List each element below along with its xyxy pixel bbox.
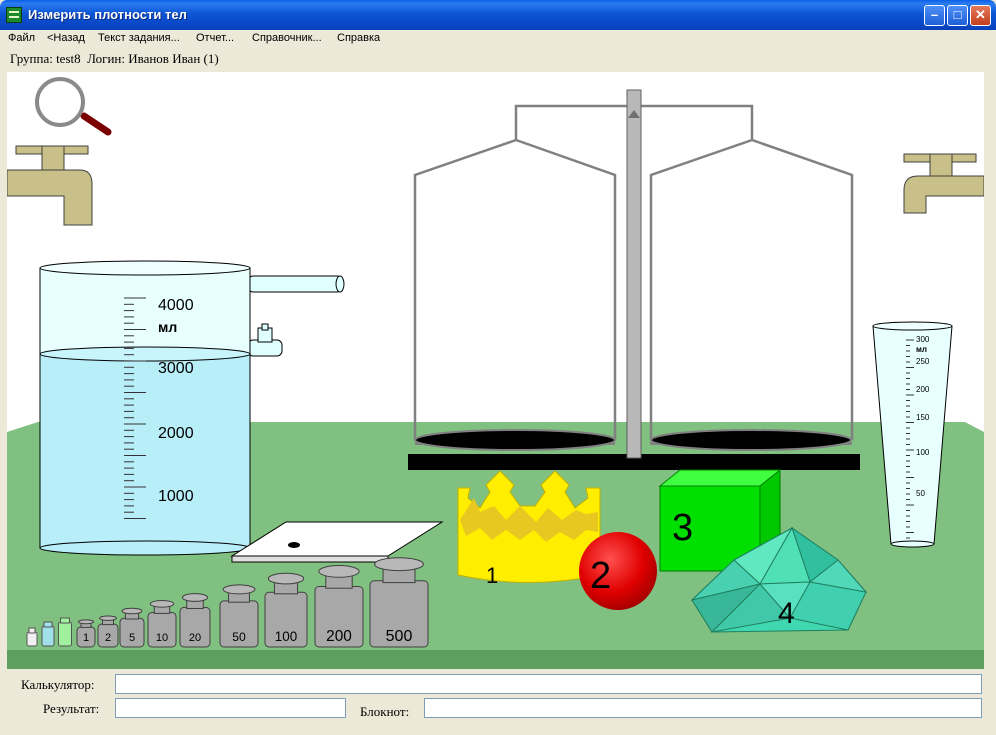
body-1-label: 1 (486, 563, 498, 588)
menu-reference[interactable]: Справочник... (252, 32, 322, 44)
beaker[interactable] (39, 260, 345, 556)
weight-5[interactable]: 5 (119, 607, 145, 648)
cylinder-label-100: 100 (916, 448, 930, 457)
info-bar: Группа: test8 Логин: Иванов Иван (1) (10, 51, 219, 67)
beaker-label-3000: 3000 (158, 360, 194, 377)
beaker-label-4000: 4000 (158, 297, 194, 314)
cylinder-label-50: 50 (916, 489, 925, 498)
weight-label-2: 2 (105, 632, 111, 644)
menu-task-text[interactable]: Текст задания... (98, 32, 180, 44)
beaker-scale-ticks (124, 297, 146, 519)
right-faucet-icon[interactable] (903, 153, 984, 214)
calculator-label: Калькулятор: (21, 677, 95, 692)
menu-file[interactable]: Файл (8, 32, 36, 44)
notepad-input[interactable] (424, 698, 982, 718)
beaker-label-2000: 2000 (158, 425, 194, 442)
minimize-icon: – (930, 7, 939, 22)
menu-bar: Файл <Назад Текст задания... Отчет... Сп… (0, 30, 996, 48)
cylinder-scale-ticks (906, 339, 914, 539)
weight-vial-1[interactable] (26, 627, 38, 647)
weight-label-100: 100 (275, 629, 297, 644)
graduated-cylinder[interactable] (872, 321, 953, 548)
maximize-icon: □ (953, 7, 962, 22)
body-4-label: 4 (778, 597, 795, 630)
maximize-button[interactable]: □ (947, 5, 968, 26)
menu-back[interactable]: <Назад (47, 32, 85, 44)
weight-label-500: 500 (386, 628, 413, 645)
cylinder-label-300: 300 (916, 335, 930, 344)
weight-500[interactable]: 500 (369, 557, 429, 648)
weight-vial-3[interactable] (58, 617, 72, 647)
body-3-label: 3 (672, 507, 693, 549)
weight-20[interactable]: 20 (179, 593, 211, 648)
cylinder-label-250: 250 (916, 357, 930, 366)
group-label: Группа: test8 (10, 51, 81, 66)
beaker-label-1000: 1000 (158, 488, 194, 505)
app-icon[interactable] (6, 7, 22, 23)
lab-scene: 4000 мл 3000 2000 1000 300 мл 250 200 15… (7, 72, 984, 669)
weight-label-50: 50 (232, 630, 246, 644)
weight-10[interactable]: 10 (147, 599, 177, 648)
magnifier-icon[interactable] (35, 77, 112, 136)
cylinder-label-200: 200 (916, 385, 930, 394)
weight-vial-2[interactable] (41, 621, 55, 647)
title-bar: Измерить плотности тел – □ ✕ (0, 0, 996, 30)
bottom-panel: Калькулятор: Результат: Блокнот: (0, 669, 996, 735)
weight-label-20: 20 (189, 632, 201, 644)
notepad-label: Блокнот: (360, 704, 410, 719)
menu-report[interactable]: Отчет... (196, 32, 235, 44)
window-title: Измерить плотности тел (28, 7, 187, 22)
weights-set: 1 2 5 10 20 50 100 200 500 (26, 557, 429, 648)
result-input[interactable] (115, 698, 346, 718)
login-label: Логин: Иванов Иван (1) (87, 51, 219, 66)
result-label: Результат: (43, 701, 100, 716)
cylinder-label-unit: мл (916, 345, 927, 354)
weight-label-200: 200 (326, 628, 352, 645)
weight-2[interactable]: 2 (97, 615, 119, 648)
body-2-label: 2 (590, 555, 611, 597)
body-1-crown[interactable] (457, 470, 601, 583)
cylinder-label-150: 150 (916, 413, 930, 422)
close-icon: ✕ (975, 7, 986, 22)
left-faucet-icon[interactable] (7, 145, 93, 226)
weight-label-10: 10 (156, 632, 168, 644)
weight-200[interactable]: 200 (314, 565, 364, 648)
close-button[interactable]: ✕ (970, 5, 991, 26)
weight-label-5: 5 (129, 632, 135, 644)
menu-help[interactable]: Справка (337, 32, 381, 44)
body-4-crystal[interactable] (690, 526, 868, 633)
beaker-label-unit: мл (158, 319, 177, 335)
balance-scales[interactable] (408, 89, 860, 470)
weight-50[interactable]: 50 (219, 584, 259, 648)
minimize-button[interactable]: – (924, 5, 945, 26)
weight-1[interactable]: 1 (76, 619, 96, 648)
weight-100[interactable]: 100 (264, 572, 308, 648)
body-2-sphere[interactable] (579, 532, 657, 610)
weight-label-1: 1 (83, 632, 89, 644)
calculator-input[interactable] (115, 674, 982, 694)
